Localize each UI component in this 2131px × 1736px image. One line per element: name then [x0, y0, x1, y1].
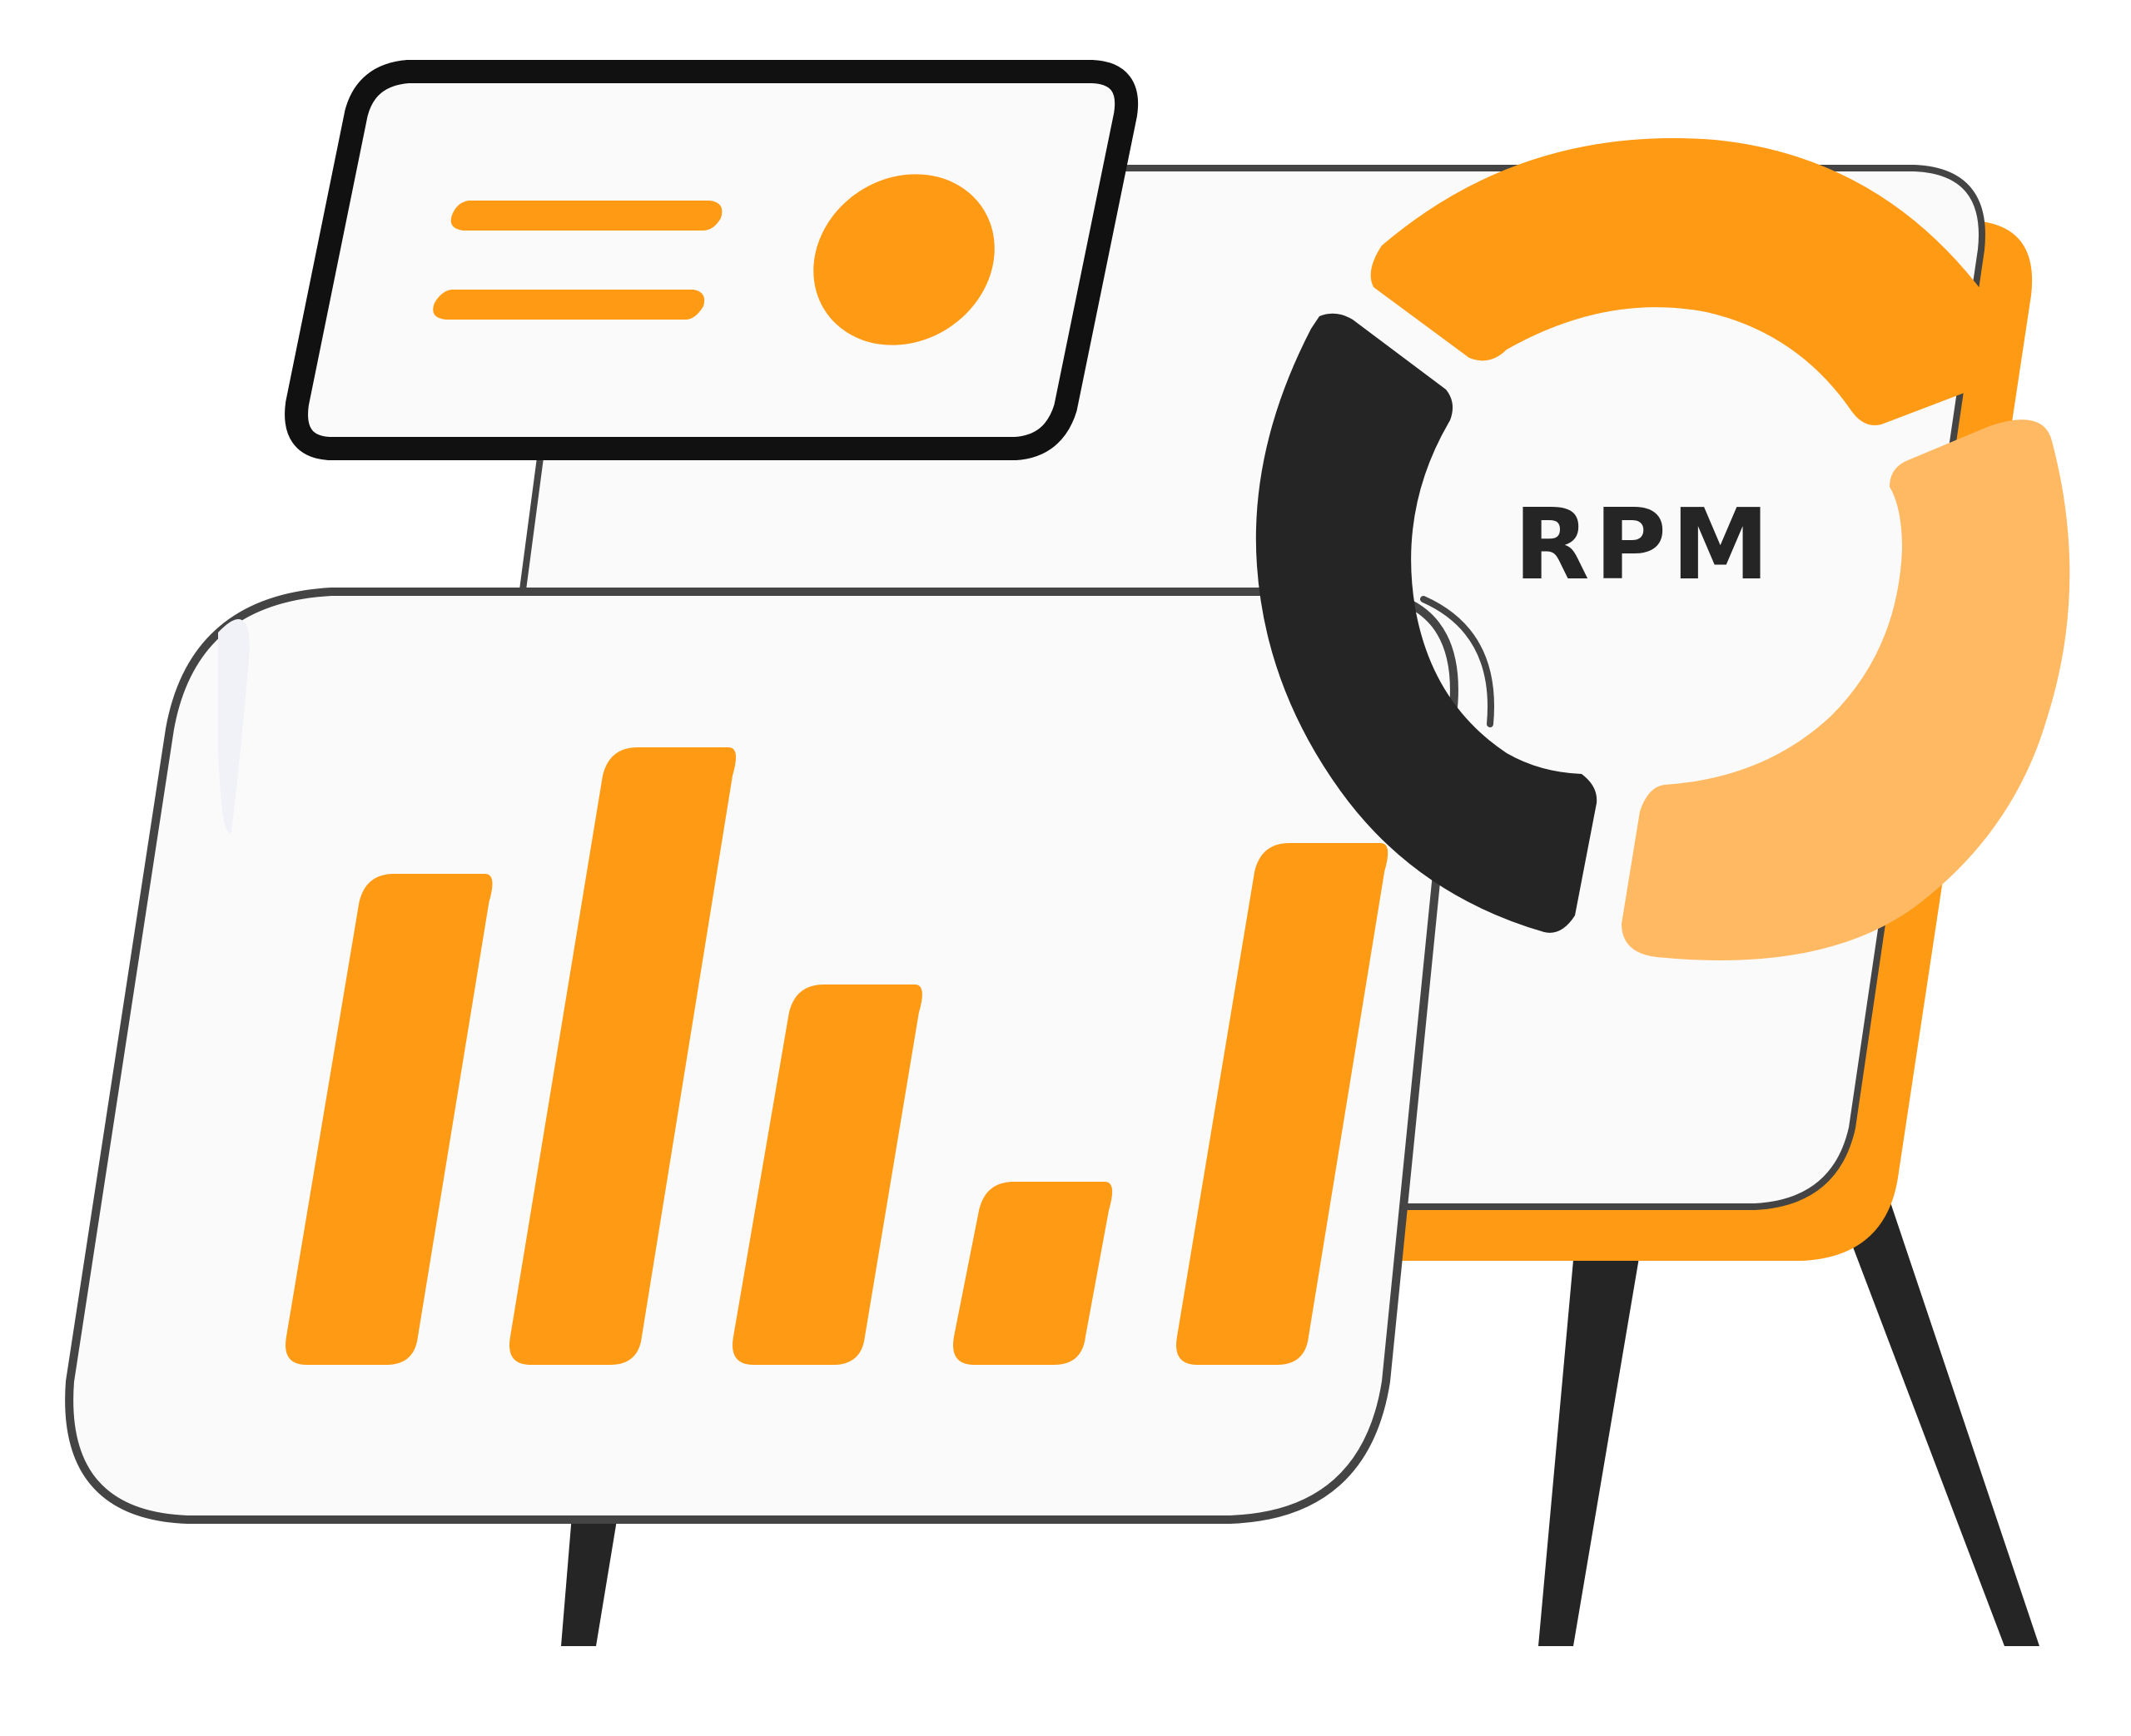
mini-card	[285, 60, 1139, 460]
bar-3	[733, 985, 922, 1365]
bar-chart-icon	[65, 588, 1458, 1524]
front-board-glint	[218, 619, 250, 833]
donut-segment-top	[1370, 138, 1985, 425]
bar-1	[286, 874, 493, 1365]
donut-segment-right	[1622, 419, 2070, 960]
back-board-circle-outline	[1420, 596, 1494, 727]
bar-5	[1176, 843, 1388, 1365]
mini-card-dot	[813, 174, 995, 345]
donut-center-label: RPM	[1514, 487, 1775, 602]
easel-leg-center	[1538, 1223, 1645, 1646]
bar-2	[509, 747, 737, 1365]
donut-chart-icon: RPM	[1255, 138, 2070, 960]
mini-card-icon	[285, 60, 1139, 460]
mini-card-line-2	[433, 290, 705, 320]
donut-segment-left	[1255, 313, 1597, 933]
mini-card-line-1	[450, 201, 723, 231]
bar-group	[286, 747, 1388, 1365]
easel-leg-right	[1831, 1190, 2039, 1646]
bar-4	[953, 1182, 1113, 1365]
